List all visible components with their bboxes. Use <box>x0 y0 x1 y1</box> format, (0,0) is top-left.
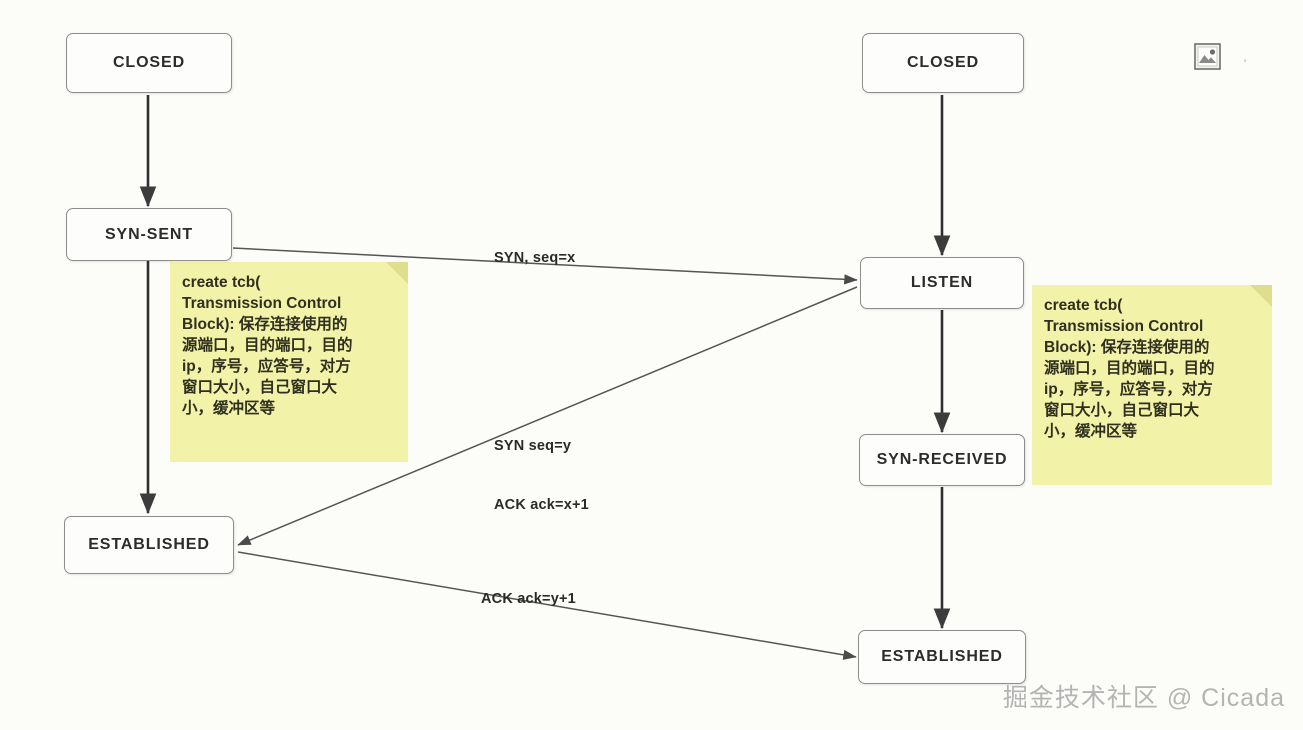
note-line: create tcb( <box>1044 297 1123 314</box>
note-line: ip，序号，应答号，对方 <box>1044 381 1213 399</box>
state-label: CLOSED <box>906 54 980 71</box>
state-box-server-syn-received[interactable]: SYN-RECEIVED <box>859 434 1025 486</box>
state-label: CLOSED <box>112 54 186 71</box>
note-line: 窗口大小，自己窗口大 <box>182 379 338 397</box>
state-box-server-listen[interactable]: LISTEN <box>860 257 1024 309</box>
stray-mark: ' <box>1244 58 1247 70</box>
note-line: 小，缓冲区等 <box>1044 423 1138 441</box>
client-tcb-note-text: create tcb( Transmission Control Block):… <box>182 272 396 420</box>
state-label: SYN-RECEIVED <box>876 451 1008 468</box>
note-line: Block): 保存连接使用的 <box>182 316 348 334</box>
edge-label-syn: SYN, seq=x <box>494 250 576 266</box>
state-label: ESTABLISHED <box>88 536 210 553</box>
server-tcb-note: create tcb( Transmission Control Block):… <box>1032 285 1272 485</box>
edge-label-syn-ack: SYN seq=y ACK ack=x+1 <box>494 398 589 555</box>
note-line: create tcb( <box>182 274 261 291</box>
note-line: 源端口，目的端口，目的 <box>1044 360 1215 378</box>
note-line: ip，序号，应答号，对方 <box>182 358 351 376</box>
note-line: Transmission Control <box>1044 318 1204 336</box>
note-line: 小，缓冲区等 <box>182 400 276 418</box>
state-box-client-syn-sent[interactable]: SYN-SENT <box>66 208 232 261</box>
client-tcb-note: create tcb( Transmission Control Block):… <box>170 262 408 462</box>
state-box-client-established[interactable]: ESTABLISHED <box>64 516 234 574</box>
note-line: 窗口大小，自己窗口大 <box>1044 402 1200 420</box>
edge-label-syn-ack-line2: ACK ack=x+1 <box>494 496 589 513</box>
state-box-server-closed[interactable]: CLOSED <box>862 33 1024 93</box>
note-fold-corner-icon <box>1250 285 1272 307</box>
note-line: Transmission Control <box>182 295 342 313</box>
edge-label-ack: ACK ack=y+1 <box>481 591 576 607</box>
note-line: Block): 保存连接使用的 <box>1044 339 1210 357</box>
note-line: 源端口，目的端口，目的 <box>182 337 353 355</box>
broken-image-icon <box>1194 43 1221 70</box>
edge-label-syn-ack-line1: SYN seq=y <box>494 438 572 455</box>
state-label: SYN-SENT <box>104 225 194 243</box>
watermark: 掘金技术社区 @ Cicada <box>1002 684 1285 712</box>
note-fold-corner-icon <box>386 262 408 284</box>
state-label: ESTABLISHED <box>881 648 1003 665</box>
state-box-client-closed[interactable]: CLOSED <box>66 33 232 93</box>
state-box-server-established[interactable]: ESTABLISHED <box>858 630 1026 684</box>
state-label: LISTEN <box>910 274 974 291</box>
server-tcb-note-text: create tcb( Transmission Control Block):… <box>1044 295 1260 443</box>
